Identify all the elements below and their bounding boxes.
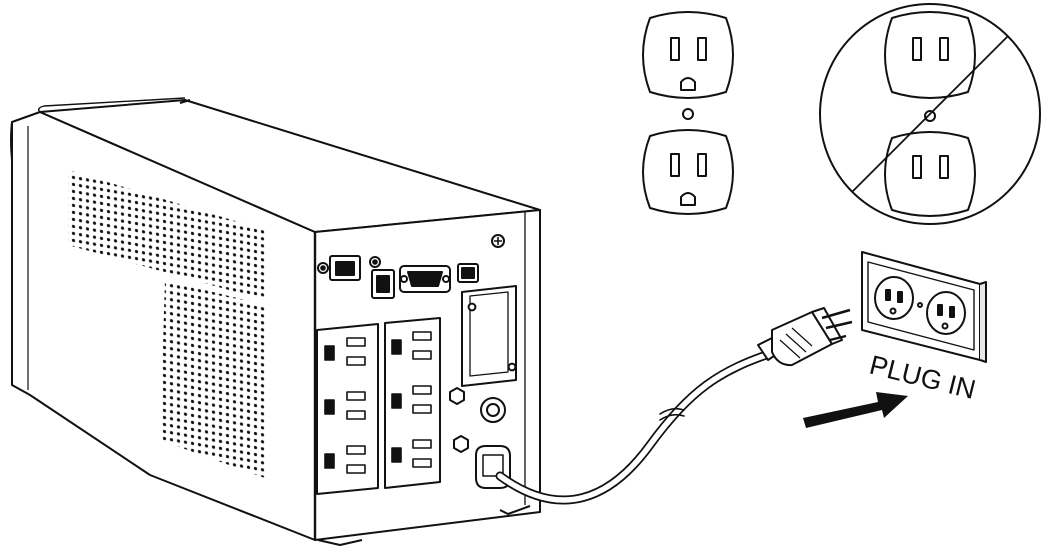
breaker-button-icon	[480, 397, 506, 423]
power-cord	[495, 347, 780, 505]
network-port-icon	[329, 255, 361, 281]
hex-nut-icon-2	[453, 435, 469, 453]
outlet-bank-2	[384, 317, 441, 489]
hex-nut-icon	[449, 387, 465, 405]
slot-cover-icon	[461, 285, 517, 387]
phone-port-icon	[371, 269, 395, 299]
grounded-outlet-icon	[642, 11, 734, 215]
arrow-right-icon	[803, 392, 908, 428]
prohibited-outlet-icon	[819, 3, 1041, 225]
serial-port-icon	[399, 265, 451, 293]
ground-screw-icon	[491, 234, 505, 248]
power-plug-icon	[757, 307, 853, 367]
wall-outlet-icon	[861, 251, 987, 363]
ups-unit-icon	[10, 97, 541, 546]
outlet-bank-1	[316, 323, 379, 495]
rear-screw-icon	[317, 262, 329, 274]
usb-port-icon	[457, 263, 479, 283]
